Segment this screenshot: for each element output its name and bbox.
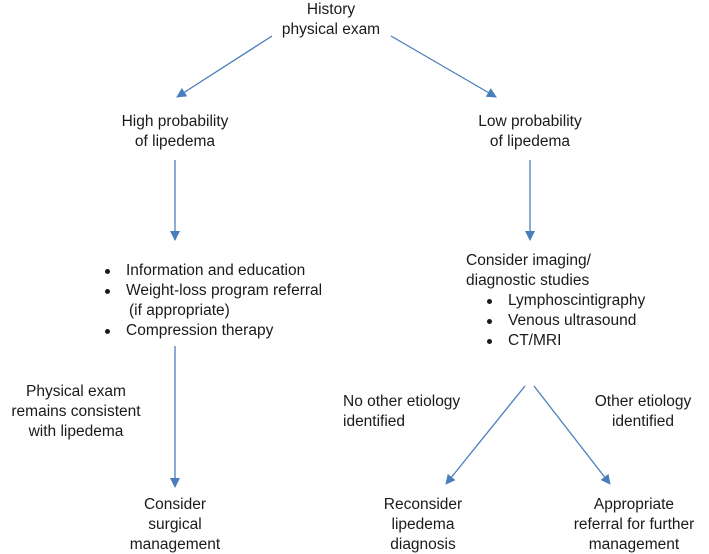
list-item-continuation: (if appropriate) xyxy=(129,302,230,319)
referral-line-2: referral for further xyxy=(573,516,695,533)
surgical-line-2: surgical xyxy=(148,516,202,533)
no-other-line-1: No other etiology xyxy=(343,393,461,410)
list-item: Lymphoscintigraphy xyxy=(484,291,645,311)
exam-label-line-1: Physical exam xyxy=(26,383,126,400)
arrow-imaging-to-referral xyxy=(533,385,611,485)
imaging-block: Consider imaging/ diagnostic studies Lym… xyxy=(466,251,645,351)
high-line-2: of lipedema xyxy=(134,133,216,150)
referral-line-1: Appropriate xyxy=(593,496,675,513)
high-probability-node: High probability of lipedema xyxy=(95,112,255,152)
list-item-text: CT/MRI xyxy=(508,332,562,349)
reconsider-diagnosis-node: Reconsider lipedema diagnosis xyxy=(363,495,483,554)
bullet-icon xyxy=(487,299,492,304)
arrow-imaging-to-reconsider xyxy=(445,385,526,485)
list-item: Information and education xyxy=(102,261,322,281)
root-line-1: History xyxy=(306,1,356,18)
bullet-icon xyxy=(487,339,492,344)
exam-label-line-3: with lipedema xyxy=(28,423,124,440)
no-other-etiology-label: No other etiology identified xyxy=(343,392,483,432)
imaging-lead-line-1: Consider imaging/ xyxy=(466,252,591,269)
list-item: Weight-loss program referral (if appropr… xyxy=(102,281,322,321)
list-item-text: Venous ultrasound xyxy=(508,312,637,329)
high-line-1: High probability xyxy=(121,113,229,130)
surgical-line-1: Consider xyxy=(143,496,207,513)
surgical-line-3: management xyxy=(129,536,221,553)
other-etiology-label: Other etiology identified xyxy=(583,392,703,432)
referral-line-3: management xyxy=(588,536,680,553)
bullet-icon xyxy=(105,269,110,274)
reconsider-line-3: diagnosis xyxy=(390,536,456,553)
high-actions-list: Information and education Weight-loss pr… xyxy=(102,261,322,341)
appropriate-referral-node: Appropriate referral for further managem… xyxy=(561,495,707,554)
bullet-icon xyxy=(105,289,110,294)
exam-label-line-2: remains consistent xyxy=(11,403,141,420)
no-other-line-2: identified xyxy=(343,413,406,430)
root-line-2: physical exam xyxy=(281,21,381,38)
exam-consistent-label: Physical exam remains consistent with li… xyxy=(0,382,152,442)
surgical-management-node: Consider surgical management xyxy=(95,495,255,554)
low-line-1: Low probability xyxy=(478,113,582,130)
imaging-lead-line-2: diagnostic studies xyxy=(466,272,590,289)
arrow-root-to-high xyxy=(176,35,273,98)
root-node: History physical exam xyxy=(251,0,411,40)
low-line-2: of lipedema xyxy=(489,133,571,150)
list-item: Compression therapy xyxy=(102,321,322,341)
list-item: CT/MRI xyxy=(484,331,645,351)
arrow-root-to-low xyxy=(390,35,497,98)
bullet-icon xyxy=(105,329,110,334)
reconsider-line-2: lipedema xyxy=(391,516,455,533)
list-item-text: Compression therapy xyxy=(126,322,274,339)
reconsider-line-1: Reconsider xyxy=(383,496,463,513)
list-item: Venous ultrasound xyxy=(484,311,645,331)
other-line-1: Other etiology xyxy=(594,393,692,410)
low-probability-node: Low probability of lipedema xyxy=(450,112,610,152)
other-line-2: identified xyxy=(611,413,675,430)
bullet-icon xyxy=(487,319,492,324)
list-item-text: Lymphoscintigraphy xyxy=(508,292,646,309)
list-item-text: Weight-loss program referral xyxy=(126,282,323,299)
list-item-text: Information and education xyxy=(126,262,306,279)
